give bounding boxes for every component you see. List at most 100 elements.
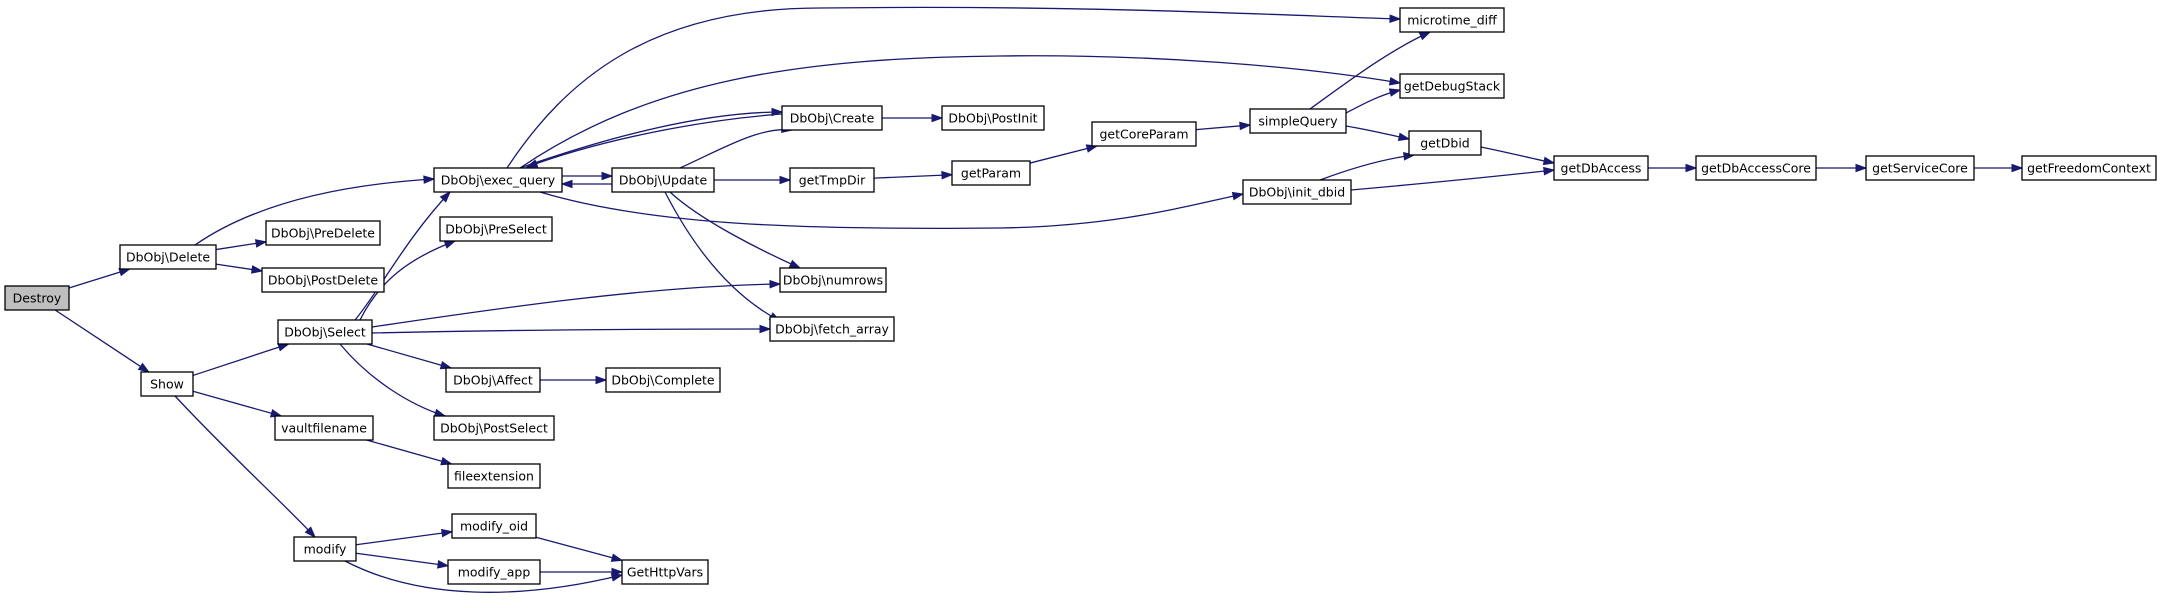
node-box [433, 415, 555, 441]
edge-modify_app-to-gethttpvars [540, 567, 624, 577]
edge-create-to-exec_query [525, 113, 783, 168]
edge-getservicecore-to-getfreedomcontext [1974, 163, 2024, 173]
node-label: modify_app [458, 565, 531, 580]
node-box [293, 536, 357, 562]
node-show[interactable]: Show [140, 371, 194, 397]
edge-modify_oid-to-gethttpvars [535, 536, 624, 562]
node-label: microtime_diff [1407, 13, 1497, 28]
node-fileextension[interactable]: fileextension [447, 463, 541, 489]
node-postselect[interactable]: DbObj\PostSelect [433, 415, 555, 441]
edge-exec_query-to-init_dbid [539, 191, 1245, 230]
edge-select-to-fetch_array [371, 324, 772, 334]
edge-getcoreparam-to-simplequery [1195, 121, 1252, 131]
node-getparam[interactable]: getParam [951, 160, 1031, 186]
node-simplequery[interactable]: simpleQuery [1249, 108, 1347, 134]
node-vaultfilename[interactable]: vaultfilename [274, 415, 374, 441]
edge-update-to-gettmpdir [714, 175, 792, 185]
node-destroy[interactable]: Destroy [4, 285, 70, 311]
node-box [611, 167, 715, 193]
node-box [1399, 7, 1505, 33]
node-postdelete[interactable]: DbObj\PostDelete [261, 267, 385, 293]
node-affect[interactable]: DbObj\Affect [445, 367, 541, 393]
node-label: DbObj\Delete [126, 250, 210, 265]
node-getdbid[interactable]: getDbid [1408, 130, 1482, 156]
node-box [1695, 155, 1817, 181]
node-box [769, 316, 895, 342]
edge-gettmpdir-to-getparam [873, 170, 954, 180]
node-init_dbid[interactable]: DbObj\init_dbid [1242, 179, 1352, 205]
edge-modify-to-modify_oid [355, 528, 454, 546]
node-getdbaccesscore[interactable]: getDbAccessCore [1695, 155, 1817, 181]
node-numrows[interactable]: DbObj\numrows [779, 267, 887, 293]
node-box [445, 367, 541, 393]
edge-init_dbid-to-getdbid [1319, 152, 1416, 181]
node-delete[interactable]: DbObj\Delete [119, 244, 217, 270]
node-modify[interactable]: modify [293, 536, 357, 562]
node-postinit[interactable]: DbObj\PostInit [941, 105, 1045, 131]
node-label: DbObj\exec_query [441, 173, 556, 188]
node-label: DbObj\Create [790, 111, 875, 126]
node-getdbaccess[interactable]: getDbAccess [1553, 155, 1649, 181]
node-label: getFreedomContext [2027, 161, 2151, 176]
node-getdebugstack[interactable]: getDebugStack [1399, 73, 1505, 99]
node-fetch_array[interactable]: DbObj\fetch_array [769, 316, 895, 342]
node-label: DbObj\numrows [783, 273, 883, 288]
node-label: getDebugStack [1404, 79, 1501, 94]
node-modify_app[interactable]: modify_app [447, 559, 541, 585]
node-label: DbObj\init_dbid [1249, 185, 1345, 200]
node-complete[interactable]: DbObj\Complete [605, 367, 721, 393]
node-select[interactable]: DbObj\Select [277, 319, 373, 345]
node-label: GetHttpVars [627, 565, 703, 580]
edge-select-to-exec_query [354, 190, 452, 321]
edge-simplequery-to-getdebugstack [1345, 88, 1402, 114]
node-gettmpdir[interactable]: getTmpDir [789, 167, 875, 193]
node-box [779, 267, 887, 293]
node-microtime[interactable]: microtime_diff [1399, 7, 1505, 33]
edge-getdbid-to-getdbaccess [1480, 146, 1556, 166]
node-label: modify [304, 542, 347, 557]
node-label: DbObj\PostSelect [440, 421, 548, 436]
node-preselect[interactable]: DbObj\PreSelect [439, 216, 553, 242]
edge-getparam-to-getcoreparam [1029, 144, 1099, 164]
node-label: getParam [961, 166, 1021, 181]
node-box [265, 220, 381, 246]
node-box [781, 105, 883, 131]
node-label: vaultfilename [281, 421, 367, 436]
edge-getdbaccesscore-to-getservicecore [1816, 163, 1868, 173]
node-modify_oid[interactable]: modify_oid [451, 513, 537, 539]
edge-update-to-create [679, 124, 794, 169]
node-getfreedomcontext[interactable]: getFreedomContext [2021, 155, 2157, 181]
node-getcoreparam[interactable]: getCoreParam [1091, 121, 1197, 147]
node-box [261, 267, 385, 293]
node-predelete[interactable]: DbObj\PreDelete [265, 220, 381, 246]
node-getservicecore[interactable]: getServiceCore [1865, 155, 1975, 181]
edge-update-to-numrows [669, 191, 802, 269]
node-box [1408, 130, 1482, 156]
node-exec_query[interactable]: DbObj\exec_query [433, 167, 563, 193]
node-label: simpleQuery [1258, 114, 1338, 129]
node-label: DbObj\fetch_array [775, 322, 889, 337]
node-box [1865, 155, 1975, 181]
nodes-layer: DestroyDbObj\DeleteShowDbObj\exec_queryD… [4, 7, 2157, 585]
node-box [941, 105, 1045, 131]
node-update[interactable]: DbObj\Update [611, 167, 715, 193]
edge-simplequery-to-microtime [1309, 31, 1432, 110]
edge-show-to-select [192, 343, 290, 377]
node-box [1249, 108, 1347, 134]
node-gethttpvars[interactable]: GetHttpVars [621, 559, 709, 585]
node-box [447, 559, 541, 585]
node-label: getDbAccessCore [1701, 161, 1811, 176]
node-box [433, 167, 563, 193]
edge-show-to-modify [174, 395, 317, 539]
node-box [789, 167, 875, 193]
edge-delete-to-postdelete [215, 263, 264, 274]
node-label: modify_oid [460, 519, 528, 534]
edge-update-to-fetch_array [664, 191, 782, 322]
node-label: DbObj\PreSelect [445, 222, 547, 237]
edge-select-to-numrows [371, 279, 782, 328]
node-label: DbObj\Complete [611, 373, 715, 388]
edge-destroy-to-delete [68, 268, 132, 289]
node-create[interactable]: DbObj\Create [781, 105, 883, 131]
node-box [447, 463, 541, 489]
